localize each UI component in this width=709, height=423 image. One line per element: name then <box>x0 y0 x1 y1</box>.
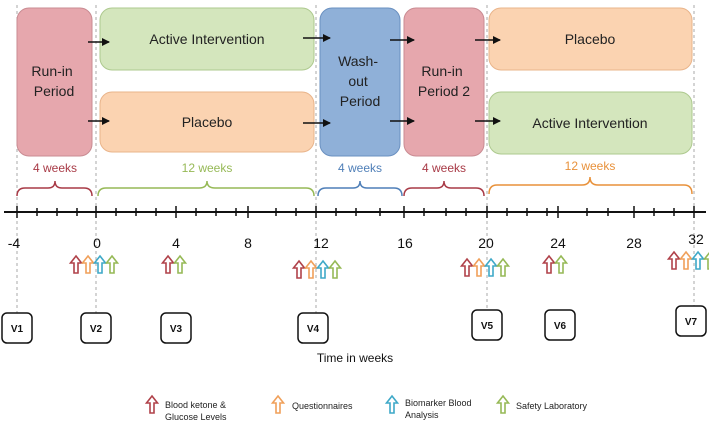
visit-label-v2: V2 <box>90 324 103 335</box>
questionnaires-arrow-icon <box>80 254 96 274</box>
legend-label-safety: Safety Laboratory <box>516 401 588 411</box>
visit-label-v7: V7 <box>685 317 698 328</box>
tick-label: 8 <box>244 235 252 251</box>
measurement-arrows <box>68 250 709 279</box>
axis-ticks <box>16 206 695 218</box>
questionnaires-arrow-icon <box>270 394 286 414</box>
tick-label: 4 <box>172 235 180 251</box>
safety-laboratory-arrow-icon <box>495 394 511 414</box>
tick-label: 24 <box>550 235 566 251</box>
safety-arrow-icon <box>702 251 709 270</box>
biomarker-arrow-icon <box>92 254 108 274</box>
placebo-2-label: Placebo <box>565 31 616 47</box>
visit-markers: V1 V2 V3 V4 V5 V6 V7 <box>1 305 707 344</box>
visit-box-v6 <box>544 309 576 341</box>
blood-arrow-icon <box>666 250 682 270</box>
duration-runin-2: 4 weeks <box>422 161 466 175</box>
legend-label-blood: Blood ketone & Glucose Levels <box>165 400 229 422</box>
visit-box-v3 <box>160 312 192 344</box>
visit-box-v5 <box>471 309 503 341</box>
duration-braces <box>16 176 693 197</box>
blood-arrow-icon <box>459 257 475 277</box>
active-intervention-1-label: Active Intervention <box>149 31 264 47</box>
duration-intervention-2: 12 weeks <box>565 159 616 173</box>
runin-box <box>16 7 93 157</box>
safety-arrow-icon <box>495 257 511 277</box>
blood-arrow-icon <box>68 254 84 274</box>
questionnaires-arrow-icon <box>471 257 487 277</box>
visit-box-v4 <box>297 312 329 344</box>
active-intervention-1-box <box>99 7 315 71</box>
legend-label-biomarker: Biomarker Blood Analysis <box>405 398 474 420</box>
legend-label-questionnaires: Questionnaires <box>292 401 353 411</box>
runin-label: Run-in Period <box>31 63 76 99</box>
questionnaires-arrow-icon <box>678 250 694 270</box>
safety-arrow-icon <box>104 254 120 274</box>
tick-label: 28 <box>626 235 642 251</box>
flow-arrows <box>88 34 501 127</box>
blood-arrow-icon <box>541 254 557 274</box>
biomarker-arrow-icon <box>483 257 499 277</box>
blood-ketone-arrow-icon <box>144 394 160 414</box>
duration-washout: 4 weeks <box>338 161 382 175</box>
blood-arrow-icon <box>160 254 176 274</box>
duration-intervention-1: 12 weeks <box>182 161 233 175</box>
safety-arrow-icon <box>327 259 343 279</box>
legend-arrows <box>144 394 511 414</box>
safety-arrow-icon <box>172 254 188 274</box>
visit-label-v5: V5 <box>481 321 494 332</box>
visit-label-v1: V1 <box>11 324 24 335</box>
visit-box-v7 <box>675 305 707 337</box>
active-intervention-2-label: Active Intervention <box>532 115 647 131</box>
tick-label: 20 <box>478 235 494 251</box>
visit-label-v3: V3 <box>170 324 183 335</box>
placebo-1-box <box>99 91 315 153</box>
tick-label: -4 <box>8 235 21 251</box>
tick-label: 16 <box>397 235 413 251</box>
biomarker-arrow-icon <box>384 394 400 414</box>
placebo-2-box <box>488 7 693 71</box>
visit-box-v2 <box>80 312 112 344</box>
tick-label: 32 <box>688 231 704 247</box>
questionnaires-arrow-icon <box>303 259 319 279</box>
tick-label: 0 <box>93 235 101 251</box>
biomarker-arrow-icon <box>690 250 706 270</box>
active-intervention-2-box <box>488 91 693 155</box>
safety-arrow-icon <box>553 254 569 274</box>
blood-arrow-icon <box>291 259 307 279</box>
axis-title: Time in weeks <box>317 351 393 365</box>
visit-label-v6: V6 <box>554 321 567 332</box>
placebo-1-label: Placebo <box>182 114 233 130</box>
biomarker-arrow-icon <box>315 259 331 279</box>
guide-lines <box>16 5 695 320</box>
runin-2-label: Run-in Period 2 <box>418 63 470 99</box>
duration-runin: 4 weeks <box>33 161 77 175</box>
washout-box <box>319 7 401 157</box>
tick-label: 12 <box>313 235 329 251</box>
runin-2-box <box>403 7 485 157</box>
visit-box-v1 <box>1 312 33 344</box>
visit-label-v4: V4 <box>307 324 320 335</box>
washout-label: Wash- out Period <box>338 53 382 109</box>
